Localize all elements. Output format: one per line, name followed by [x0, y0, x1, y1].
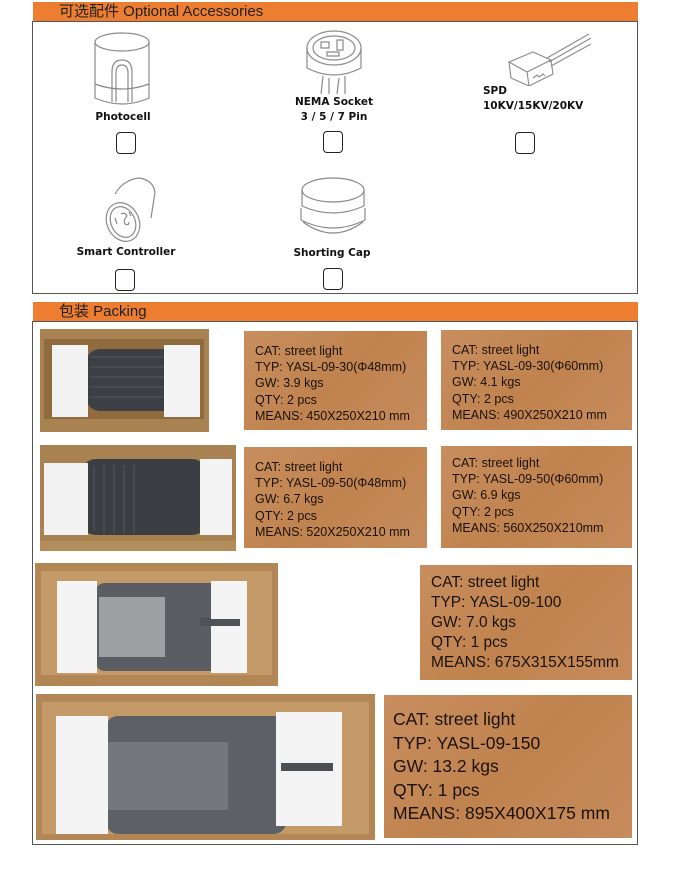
accessory-label: Shorting Cap — [293, 247, 371, 259]
label-means: MEANS: 450X250X210 mm — [255, 408, 410, 423]
label-gw: GW: 4.1 kgs — [452, 375, 521, 390]
packing-section-header: 包装 Packing — [33, 302, 638, 322]
label-means: MEANS: 895X400X175 mm — [393, 803, 610, 823]
packing-label-yasl-09-30-60: CAT: street light TYP: YASL-09-30(Φ60mm)… — [441, 330, 632, 430]
label-gw: GW: 7.0 kgs — [431, 614, 516, 631]
spd-checkbox[interactable] — [515, 132, 535, 154]
label-qty: QTY: 2 pcs — [452, 504, 514, 519]
packing-photo-4 — [36, 694, 375, 840]
label-qty: QTY: 2 pcs — [255, 508, 317, 523]
accessory-sublabel: 10KV/15KV/20KV — [483, 100, 584, 112]
spd-icon — [507, 33, 592, 86]
boxed-light-image — [40, 445, 236, 551]
label-gw: GW: 6.9 kgs — [452, 488, 521, 503]
label-qty: QTY: 2 pcs — [255, 392, 317, 407]
packing-label-yasl-09-100: CAT: street light TYP: YASL-09-100 GW: 7… — [420, 565, 632, 680]
accessories-panel: Photocell NEMA Socket 3 / 5 / 7 Pin SPD … — [32, 21, 638, 294]
packing-label-yasl-09-150: CAT: street light TYP: YASL-09-150 GW: 1… — [384, 695, 632, 838]
label-typ: TYP: YASL-09-50(Φ48mm) — [255, 476, 407, 491]
label-gw: GW: 3.9 kgs — [255, 376, 324, 391]
label-typ: TYP: YASL-09-30(Φ48mm) — [255, 360, 407, 375]
label-typ: TYP: YASL-09-30(Φ60mm) — [452, 359, 604, 374]
accessory-shorting-cap: Shorting Cap — [282, 246, 382, 261]
boxed-light-image — [40, 329, 209, 432]
packing-label-yasl-09-50-60: CAT: street light TYP: YASL-09-50(Φ60mm)… — [441, 446, 632, 548]
accessory-sublabel: 3 / 5 / 7 Pin — [300, 111, 368, 123]
packing-photo-1 — [40, 329, 209, 432]
label-cat: CAT: street light — [452, 343, 540, 357]
label-typ: TYP: YASL-09-100 — [431, 594, 562, 611]
label-means: MEANS: 560X250X210mm — [452, 520, 604, 535]
label-cat: CAT: street light — [255, 344, 343, 358]
label-gw: GW: 13.2 kgs — [393, 756, 499, 776]
label-qty: QTY: 1 pcs — [431, 634, 508, 651]
accessory-spd: SPD 10KV/15KV/20KV — [483, 84, 603, 114]
smart-controller-icon — [105, 177, 156, 242]
packing-photo-3 — [35, 563, 278, 686]
nema-socket-icon — [306, 30, 362, 95]
label-cat: CAT: street light — [255, 460, 343, 474]
packing-label-yasl-09-30-48: CAT: street light TYP: YASL-09-30(Φ48mm)… — [244, 331, 427, 430]
photocell-checkbox[interactable] — [116, 132, 136, 154]
accessory-label: NEMA Socket — [294, 96, 374, 108]
label-cat: CAT: street light — [393, 709, 516, 729]
label-means: MEANS: 675X315X155mm — [431, 654, 619, 671]
label-gw: GW: 6.7 kgs — [255, 492, 324, 507]
packing-header-title: 包装 Packing — [59, 303, 147, 320]
packing-label-yasl-09-50-48: CAT: street light TYP: YASL-09-50(Φ48mm)… — [244, 447, 427, 548]
photocell-icon — [94, 32, 150, 105]
smart-controller-checkbox[interactable] — [115, 269, 135, 291]
label-qty: QTY: 1 pcs — [393, 779, 480, 800]
label-typ: TYP: YASL-09-150 — [393, 732, 541, 753]
packing-photo-2 — [40, 445, 236, 551]
boxed-light-image — [35, 563, 278, 686]
shorting-cap-icon — [300, 177, 366, 234]
shorting-cap-checkbox[interactable] — [323, 268, 343, 290]
accessory-smart-controller: Smart Controller — [71, 245, 181, 260]
accessory-photocell: Photocell — [73, 110, 173, 125]
accessories-section-header: 可选配件 Optional Accessories — [33, 2, 638, 22]
accessory-label: SPD — [483, 85, 507, 97]
label-qty: QTY: 2 pcs — [452, 391, 514, 406]
accessory-label: Smart Controller — [76, 246, 176, 258]
label-cat: CAT: street light — [431, 574, 540, 591]
label-means: MEANS: 520X250X210 mm — [255, 524, 410, 539]
nema-socket-checkbox[interactable] — [323, 131, 343, 153]
label-cat: CAT: street light — [452, 456, 540, 470]
label-typ: TYP: YASL-09-50(Φ60mm) — [452, 472, 604, 487]
accessory-nema-socket: NEMA Socket 3 / 5 / 7 Pin — [284, 95, 384, 125]
boxed-light-image — [36, 694, 375, 840]
accessory-label: Photocell — [95, 111, 151, 123]
label-means: MEANS: 490X250X210 mm — [452, 407, 607, 422]
accessories-header-title: 可选配件 Optional Accessories — [59, 3, 264, 20]
